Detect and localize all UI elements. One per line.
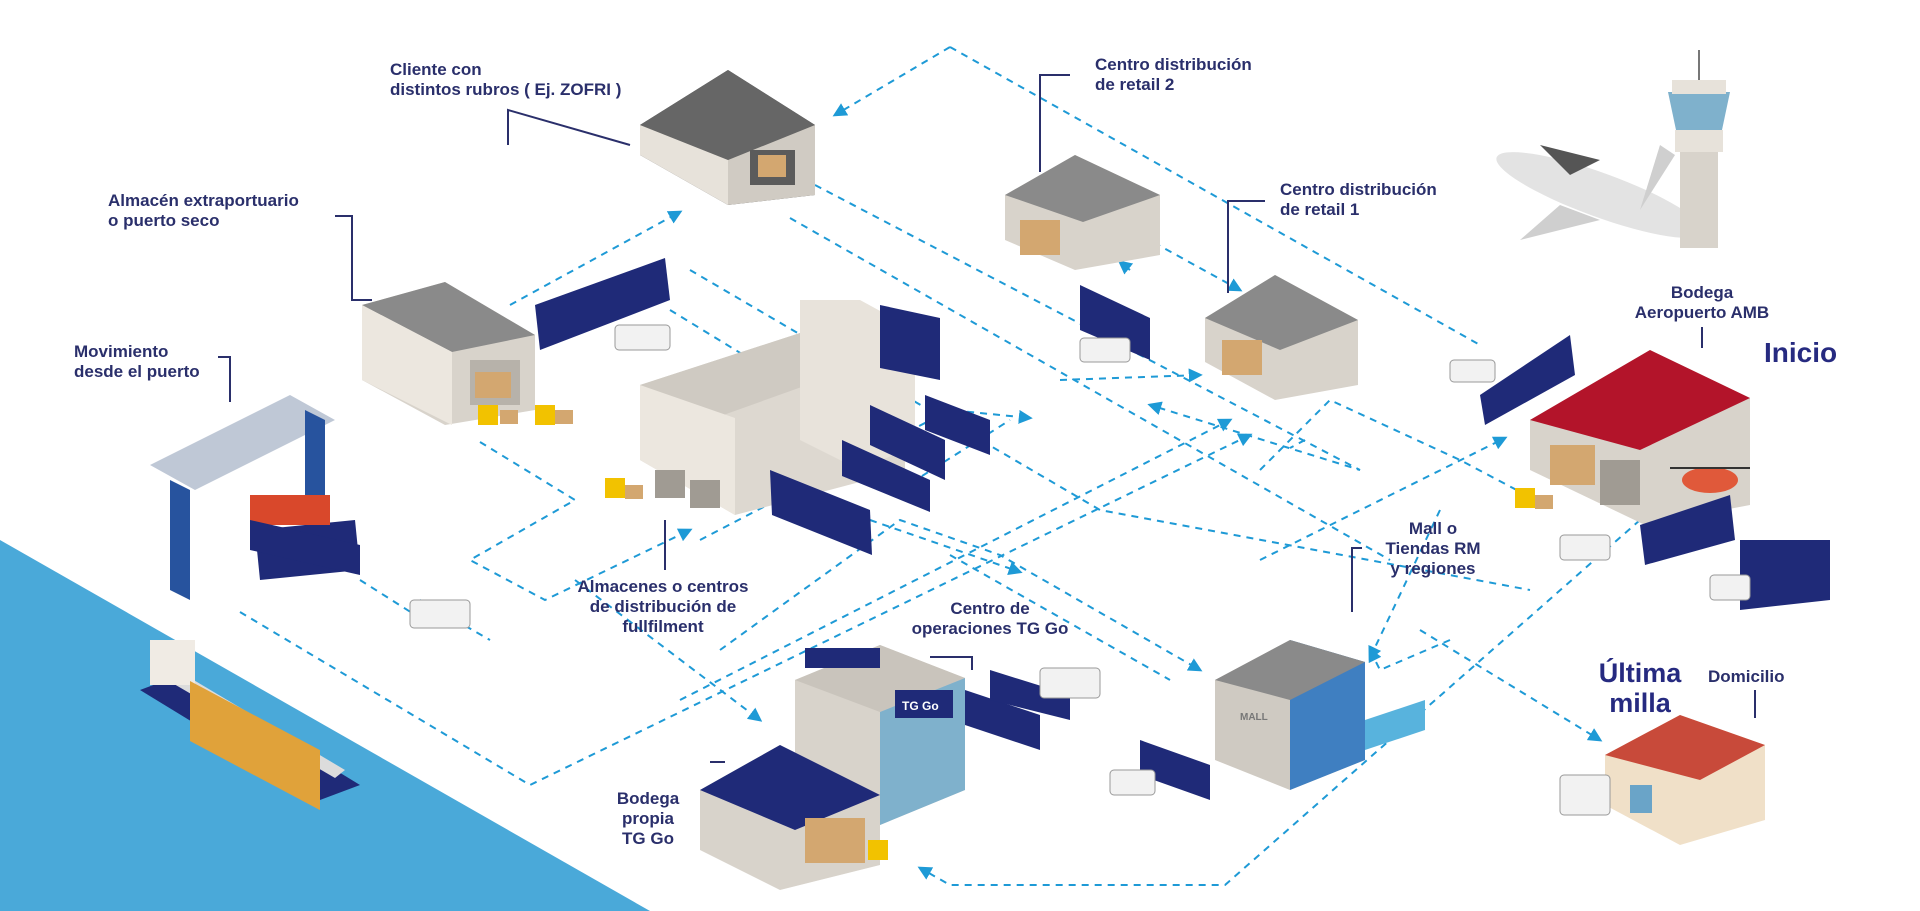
- label-centro-retail-1: Centro distribución de retail 1: [1280, 180, 1437, 219]
- label-bodega-propia: Bodega propia TG Go: [616, 789, 680, 848]
- leader-line: [1351, 547, 1362, 612]
- fullfilment-warehouse: [640, 300, 915, 515]
- truck: [1480, 335, 1575, 425]
- control-tower: [1668, 50, 1730, 248]
- pickup: [1109, 769, 1156, 796]
- label-bodega-aeropuerto: Bodega Aeropuerto AMB: [1634, 283, 1770, 322]
- label-centro-operaciones: Centro de operaciones TG Go: [911, 599, 1069, 638]
- leader-line: [1227, 200, 1265, 293]
- forklift: [535, 405, 555, 425]
- forklifts: [478, 405, 1535, 860]
- truck: [1740, 540, 1830, 610]
- pickup: [1079, 337, 1131, 363]
- retail-2-warehouse: [1005, 155, 1160, 270]
- label-almacenes-fullfilment: Almacenes o centros de distribución de f…: [577, 577, 749, 636]
- box: [555, 410, 573, 424]
- truck: [770, 470, 872, 555]
- route-line: [789, 217, 1391, 561]
- pickup: [1039, 667, 1101, 699]
- truck: [925, 395, 990, 455]
- mall-sign: MALL: [1240, 712, 1268, 723]
- port-crane: [150, 395, 360, 600]
- route-line: [1289, 439, 1306, 449]
- route-line: [814, 184, 1361, 471]
- label-leaders: [218, 74, 1756, 763]
- truck: [250, 520, 360, 575]
- pickups: [409, 324, 1751, 816]
- label-centro-retail-2: Centro distribución de retail 2: [1095, 55, 1252, 94]
- route-line: [509, 210, 683, 306]
- house: [1605, 715, 1765, 845]
- truck: [880, 305, 940, 380]
- route-line: [832, 46, 951, 117]
- label-movimiento-puerto: Movimiento desde el puerto: [74, 342, 200, 381]
- cliente-warehouse: [640, 70, 815, 205]
- truck: [965, 690, 1040, 750]
- forklift: [868, 840, 888, 860]
- route-line: [1368, 639, 1451, 672]
- tggo-logo: TG Go: [902, 699, 939, 713]
- route-line: [1259, 398, 1546, 506]
- sea: [0, 540, 650, 911]
- route-line: [669, 309, 763, 367]
- box-stacks: [500, 410, 1553, 509]
- truck: [870, 405, 945, 480]
- forklift: [1515, 488, 1535, 508]
- label-ultima-milla: Última milla: [1598, 658, 1682, 718]
- leader-line: [335, 215, 372, 301]
- truck: [1640, 495, 1735, 565]
- box: [625, 485, 643, 499]
- box: [1535, 495, 1553, 509]
- label-almacen-extraportuario: Almacén extraportuario o puerto seco: [108, 191, 299, 230]
- leader-line: [1039, 74, 1070, 172]
- bodega-propia-building: [700, 745, 880, 890]
- helicopter: [1670, 467, 1750, 493]
- route-line: [239, 433, 1253, 787]
- label-inicio: Inicio: [1764, 337, 1838, 368]
- truck: [1140, 740, 1210, 800]
- route-line: [467, 441, 693, 602]
- route-line: [719, 518, 1203, 672]
- pickup: [1559, 534, 1611, 561]
- truck: [990, 670, 1070, 720]
- truck: [535, 258, 670, 350]
- leader-line: [507, 108, 631, 146]
- cargo-ship: [140, 640, 360, 811]
- route-line: [1117, 260, 1134, 275]
- label-domicilio: Domicilio: [1708, 667, 1785, 686]
- pickup: [1709, 574, 1751, 601]
- truck: [842, 440, 930, 512]
- box: [500, 410, 518, 424]
- route-line: [869, 519, 1023, 575]
- almacen-warehouse: [362, 282, 535, 425]
- route-line: [1368, 509, 1441, 661]
- route-line: [1259, 436, 1508, 561]
- leader-line: [218, 356, 231, 402]
- pickup: [614, 324, 671, 351]
- forklift: [478, 405, 498, 425]
- label-cliente: Cliente con distintos rubros ( Ej. ZOFRI…: [390, 60, 622, 99]
- route-line: [917, 519, 1641, 886]
- forklift: [605, 478, 625, 498]
- route-line: [1419, 629, 1603, 742]
- route-line: [1059, 368, 1203, 383]
- trucks: [250, 258, 1830, 800]
- mall-building: MALL: [1215, 640, 1425, 790]
- leader-line: [930, 656, 973, 670]
- retail-1-warehouse: [1205, 275, 1358, 400]
- airplane: [1496, 145, 1704, 240]
- label-mall: Mall o Tiendas RM y regiones: [1385, 519, 1481, 578]
- pickup: [1449, 359, 1496, 383]
- pickup: [1559, 774, 1611, 816]
- route-line: [899, 419, 1011, 491]
- pickup: [409, 599, 471, 629]
- route-line: [949, 554, 1171, 681]
- route-line: [949, 46, 1481, 346]
- truck: [1080, 285, 1150, 360]
